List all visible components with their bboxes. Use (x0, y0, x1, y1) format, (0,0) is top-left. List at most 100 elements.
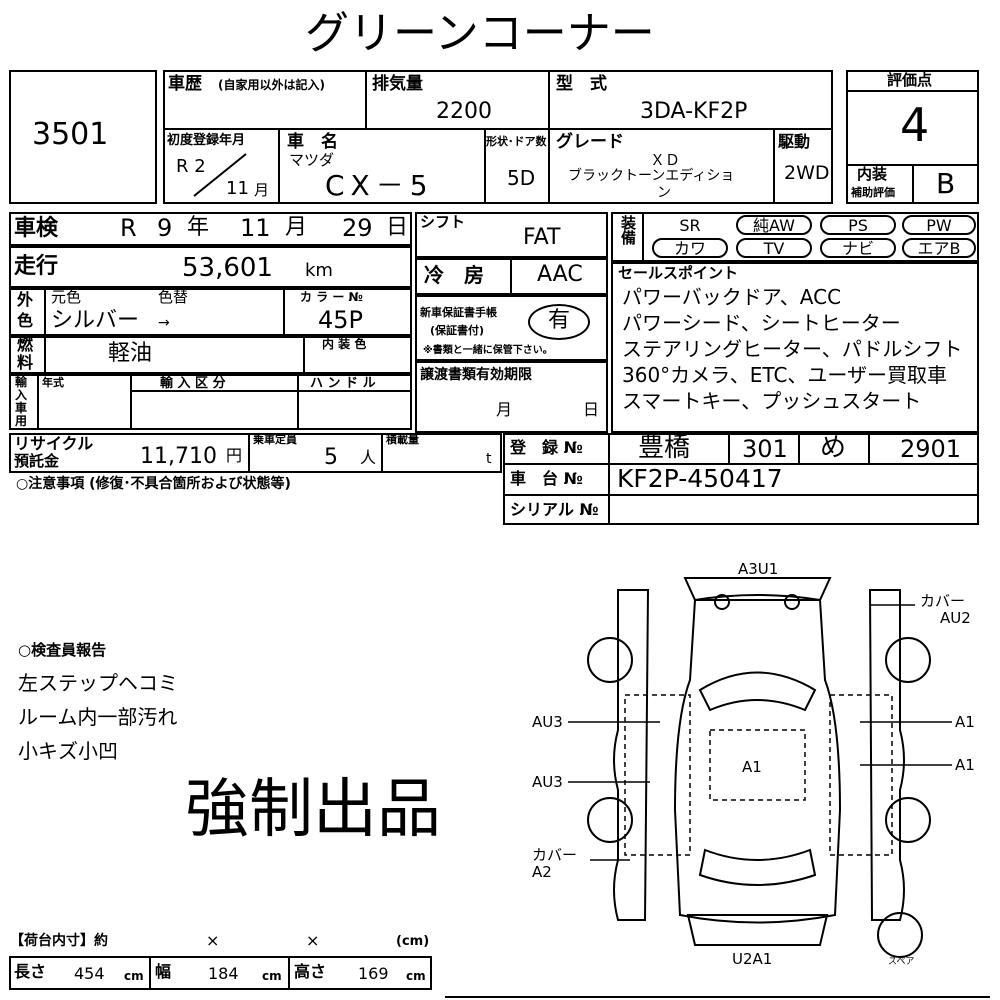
warranty-row (415, 295, 608, 361)
registration-kana: め (820, 433, 847, 463)
inspector-line-2: ルーム内一部汚れ (18, 705, 178, 729)
inspection-label: 車検 (14, 216, 59, 241)
sales-point-3: ステアリングヒーター、パドルシフト (622, 337, 963, 361)
first-registration-month: 11 (226, 178, 249, 199)
chassis-label: 車 台 № (510, 469, 583, 488)
import-label-4: 用 (15, 414, 28, 428)
diagram-label-center: A1 (742, 758, 762, 776)
inspection-row (9, 212, 412, 246)
diagram-label-spare: スペア (888, 957, 915, 967)
drive-value: 2WD (784, 162, 830, 184)
diagram-label-bottom: U2A1 (732, 950, 773, 968)
date-slash-line (193, 153, 247, 197)
cargo-height-unit: cm (406, 969, 426, 983)
forced-listing-stamp: 強制出品 (185, 773, 441, 847)
first-registration-month-unit: 月 (254, 181, 270, 199)
recycle-unit: 円 (226, 446, 243, 465)
warranty-value: 有 (548, 308, 571, 333)
mileage-unit: km (305, 260, 333, 281)
diagram-label-cover-left-2: A2 (532, 863, 552, 881)
history-label: 車歴 (168, 74, 202, 94)
inspector-label: ○検査員報告 (18, 641, 107, 659)
original-color: シルバー (51, 308, 140, 333)
score-value: 4 (900, 98, 930, 152)
registration-label: 登 録 № (510, 438, 583, 457)
serial-label: シリアル № (510, 500, 599, 519)
inspection-month-unit: 月 (285, 215, 308, 240)
import-year-label: 年式 (42, 376, 64, 389)
diagram-label-cover-right-2: AU2 (940, 609, 971, 627)
warranty-oval (528, 304, 590, 340)
grade-line-3: ン (657, 185, 671, 201)
diagram-label-left-lower: AU3 (532, 773, 563, 791)
first-registration-year: R 2 (176, 156, 206, 177)
load-unit: t (486, 451, 492, 467)
inspection-day: 29 (342, 214, 373, 242)
registration-office: 豊橋 (638, 433, 691, 463)
inspection-month: 11 (240, 214, 271, 242)
fuel-value: 軽油 (108, 341, 153, 366)
mileage-label: 走行 (14, 254, 59, 279)
aircon-label: 冷 房 (424, 263, 484, 287)
import-row (9, 374, 412, 430)
diagram-label-right-upper: A1 (955, 713, 975, 731)
original-color-label: 元色 (51, 288, 82, 306)
inspection-year: 9 (157, 214, 173, 242)
cargo-height-label: 高さ (294, 962, 327, 981)
equip-sr: SR (679, 216, 701, 235)
recycle-label-1: リサイクル (14, 434, 94, 453)
car-name-label: 車 名 (287, 132, 338, 152)
warranty-label-1: 新車保証書手帳 (420, 306, 497, 319)
diagram-label-cover-left-1: カバー (532, 846, 578, 864)
capacity-value: 5 (324, 445, 338, 470)
color-code: 45P (318, 306, 364, 334)
inspection-year-unit: 年 (187, 215, 210, 240)
warranty-note: ※書類と一緒に保管下さい。 (423, 345, 553, 356)
chassis-number: KF2P-450417 (617, 464, 783, 493)
shift-row (415, 212, 608, 258)
aircon-value: AAC (537, 262, 583, 287)
transfer-row (415, 361, 608, 433)
cargo-x-1: × (206, 931, 220, 950)
equip-leather: カワ (652, 238, 728, 258)
diagram-label-left-upper: AU3 (532, 713, 563, 731)
cargo-width-unit: cm (262, 969, 282, 983)
color-code-label: カ ラ ー № (300, 290, 363, 304)
lot-number: 3501 (32, 117, 109, 152)
import-type-label: 輸 入 区 分 (160, 376, 226, 391)
import-label-3: 車 (15, 401, 28, 415)
recycle-row (9, 433, 502, 473)
color-arrow: → (158, 315, 170, 331)
cargo-unit: (cm) (396, 934, 430, 949)
transfer-day-unit: 日 (583, 400, 600, 419)
sales-point-5: スマートキー、プッシュスタート (622, 389, 922, 413)
score-label: 評価点 (887, 71, 933, 89)
displacement-label: 排気量 (372, 74, 423, 94)
cargo-length: 454 (74, 964, 105, 983)
equipment-box (611, 212, 979, 262)
lot-number-box (9, 70, 157, 204)
equipment-label: 装備 (619, 215, 637, 245)
equip-pw: PW (902, 215, 976, 235)
color-row (9, 288, 412, 336)
sales-point-1: パワーバックドア、ACC (622, 285, 842, 309)
mileage-row (9, 246, 412, 288)
vehicle-info-box (163, 70, 833, 204)
grade-label: グレード (556, 132, 624, 152)
recycle-value: 11,710 (140, 444, 217, 469)
cargo-height: 169 (358, 964, 389, 983)
import-label-1: 輸 (15, 375, 28, 389)
first-registration-label: 初度登録年月 (167, 133, 246, 148)
capacity-label: 乗車定員 (253, 433, 297, 446)
load-label: 積載量 (386, 433, 419, 446)
sales-point-2: パワーシード、シートヒーター (622, 311, 901, 335)
equip-alloy-wheel: 純AW (736, 215, 812, 235)
sales-point-4: 360°カメラ、ETC、ユーザー買取車 (622, 363, 948, 387)
inspector-line-3: 小キズ小凹 (18, 739, 118, 763)
doors-label: 形状･ドア数 (486, 135, 547, 148)
transfer-month-unit: 月 (496, 400, 513, 419)
equip-navi: ナビ (820, 238, 896, 258)
car-name: CX－5 (325, 169, 434, 202)
warranty-label-2: (保証書付) (430, 324, 485, 337)
color-label-1: 外 (17, 290, 34, 309)
